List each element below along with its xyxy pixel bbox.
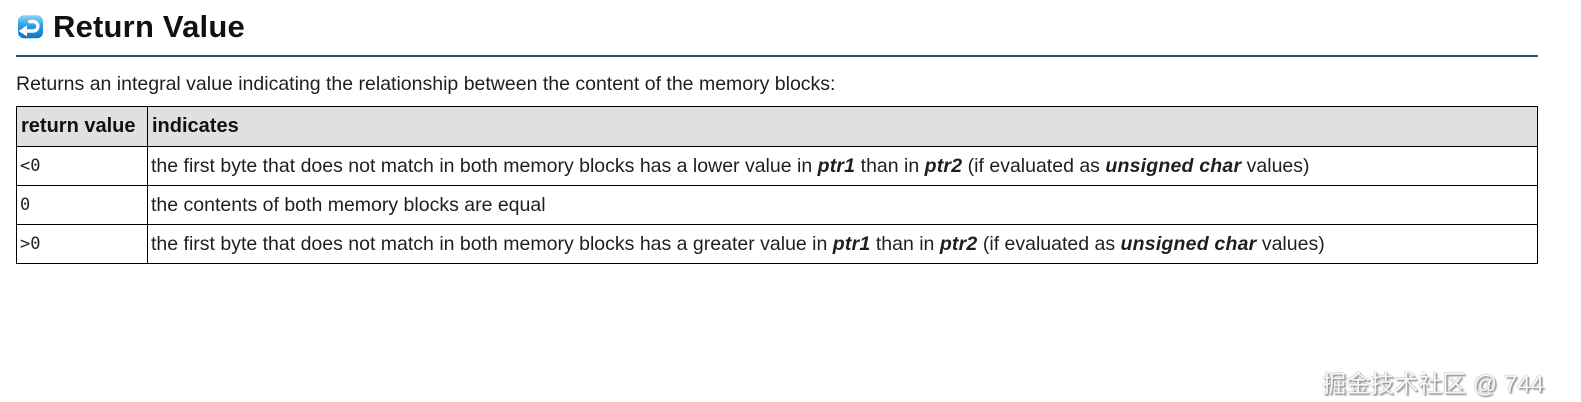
watermark: 掘金技术社区 @ 744 (1322, 371, 1544, 398)
indicates-cell: the first byte that does not match in bo… (147, 146, 1538, 186)
section-heading-text: Return Value (53, 9, 245, 44)
table-header: return value indicates (16, 106, 1538, 147)
col-header-return-value: return value (16, 106, 148, 147)
table-header-row: return value indicates (16, 106, 1538, 147)
col-header-indicates: indicates (147, 106, 1538, 147)
page: Return Value Returns an integral value i… (0, 8, 1581, 402)
indicates-cell: the contents of both memory blocks are e… (147, 185, 1538, 225)
return-value-cell: <0 (16, 146, 148, 186)
heading-divider (16, 55, 1538, 57)
return-value-cell: >0 (16, 224, 148, 264)
return-arrow-icon (16, 14, 44, 40)
return-value-cell: 0 (16, 185, 148, 225)
section-heading: Return Value (16, 8, 1538, 46)
intro-paragraph: Returns an integral value indicating the… (16, 73, 836, 95)
indicates-cell: the first byte that does not match in bo… (147, 224, 1538, 264)
